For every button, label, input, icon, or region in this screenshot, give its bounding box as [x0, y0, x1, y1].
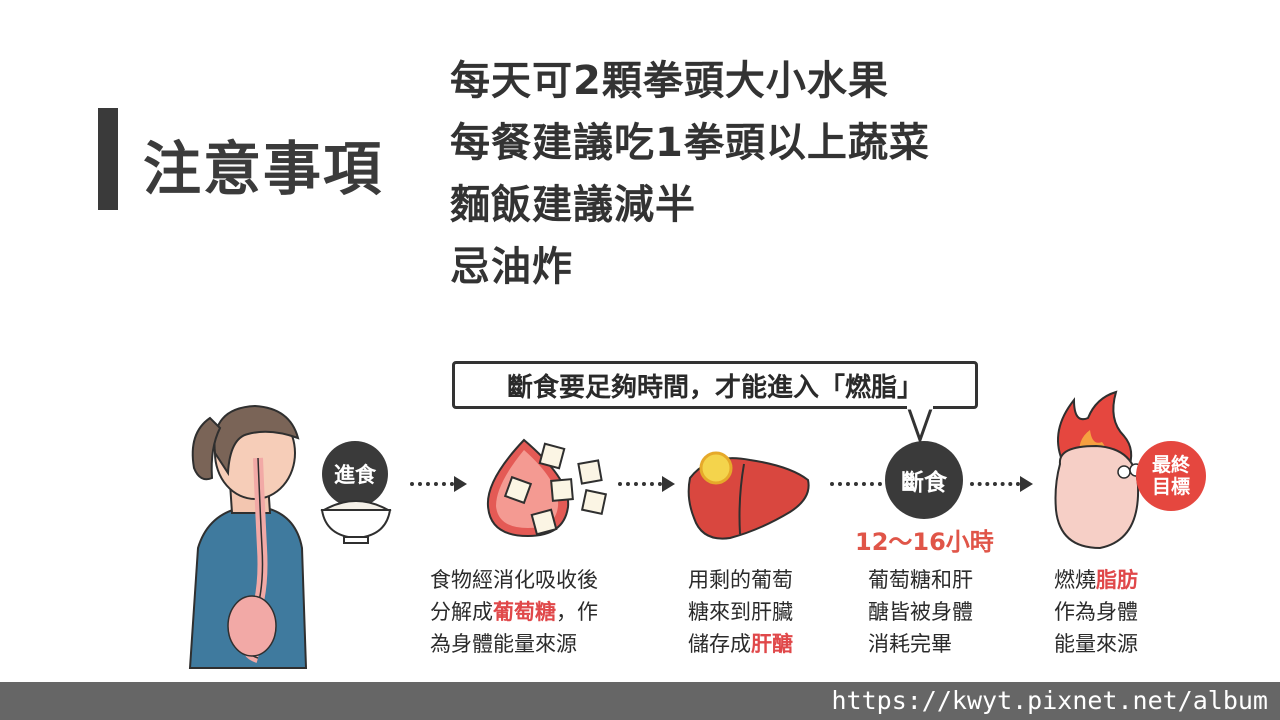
burning-fat-character-icon [1054, 390, 1143, 550]
step-eat-badge: 進食 [322, 441, 388, 507]
caption-fat-burn-line1a: 燃燒 [1054, 568, 1096, 592]
caption-liver-line1: 用剩的葡萄 [688, 568, 793, 592]
flow-arrow-4-line [970, 482, 1020, 486]
page-title: 注意事項 [143, 135, 384, 203]
step-eat-label: 進食 [334, 463, 376, 487]
woman-digestion-icon [188, 404, 308, 669]
banner-pointer-icon [906, 406, 934, 444]
caption-fat-burn-line2: 作為身體 [1054, 600, 1138, 624]
caption-fasting: 葡萄糖和肝 醣皆被身體 消耗完畢 [868, 564, 973, 660]
heading-accent-bar [98, 108, 118, 210]
caption-digestion: 食物經消化吸收後 分解成葡萄糖，作 為身體能量來源 [430, 564, 598, 660]
final-goal-line1: 最終 [1151, 454, 1190, 476]
caption-fasting-line3: 消耗完畢 [868, 632, 952, 656]
source-url: https://kwyt.pixnet.net/album [831, 686, 1269, 715]
step-fast-badge: 斷食 [885, 441, 963, 519]
tip-rice-noodles: 麵飯建議減半 [450, 182, 696, 228]
final-goal-line2: 目標 [1151, 476, 1190, 498]
caption-fat-burn: 燃燒脂肪 作為身體 能量來源 [1054, 564, 1138, 660]
caption-liver-line3: 儲存成肝醣 [688, 628, 793, 660]
flow-arrow-4-icon [1020, 476, 1033, 492]
tip-vegetables: 每餐建議吃1拳頭以上蔬菜 [450, 120, 930, 166]
flow-arrow-2-line [618, 482, 662, 486]
flow-arrow-2-icon [662, 476, 675, 492]
caption-liver: 用剩的葡萄 糖來到肝臟 儲存成肝醣 [688, 564, 793, 660]
caption-fat-burn-line3: 能量來源 [1054, 632, 1138, 656]
glucose-drop-icon [486, 438, 608, 538]
footer-bar [0, 682, 1280, 720]
tip-no-fried: 忌油炸 [450, 244, 573, 290]
caption-liver-line2: 糖來到肝臟 [688, 600, 793, 624]
caption-glucose-highlight: 葡萄糖 [493, 600, 556, 624]
fasting-banner: 斷食要足夠時間，才能進入「燃脂」 [452, 361, 978, 409]
liver-icon [687, 451, 810, 540]
flow-arrow-1-icon [454, 476, 467, 492]
caption-digestion-line1: 食物經消化吸收後 [430, 568, 598, 592]
caption-digestion-line2: 分解成葡萄糖，作 [430, 596, 598, 628]
caption-glycogen-highlight: 肝醣 [751, 632, 793, 656]
fasting-hours-label: 12～16小時 [855, 528, 994, 556]
step-fast-label: 斷食 [901, 470, 947, 496]
caption-digestion-line2c: ，作 [556, 600, 598, 624]
fasting-banner-text: 斷食要足夠時間，才能進入「燃脂」 [506, 372, 923, 403]
caption-fat-burn-line1: 燃燒脂肪 [1054, 564, 1138, 596]
final-goal-badge: 最終 目標 [1136, 441, 1206, 511]
tip-fruit: 每天可2顆拳頭大小水果 [450, 58, 889, 104]
rice-bowl-icon [320, 500, 392, 544]
caption-liver-line3a: 儲存成 [688, 632, 751, 656]
flow-arrow-3-line [830, 482, 882, 486]
caption-digestion-line3: 為身體能量來源 [430, 632, 577, 656]
caption-fasting-line1: 葡萄糖和肝 [868, 568, 973, 592]
caption-fasting-line2: 醣皆被身體 [868, 600, 973, 624]
caption-digestion-line2a: 分解成 [430, 600, 493, 624]
flow-arrow-1-line [410, 482, 454, 486]
caption-fat-highlight: 脂肪 [1096, 568, 1138, 592]
